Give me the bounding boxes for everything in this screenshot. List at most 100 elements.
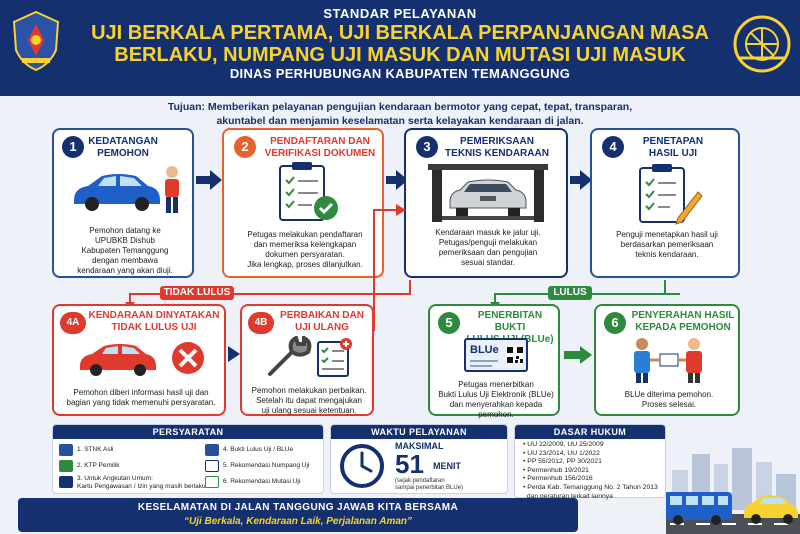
step-5-desc-line: pemohon. [478,410,514,419]
wrench-repair-icon [268,336,352,377]
footer-slogan: KESELAMATAN DI JALAN TANGGUNG JAWAB KITA… [137,502,459,513]
step-3-title-line-2: TEKNIS KENDARAAN [445,148,549,159]
arrow-right-icon [228,346,240,362]
legal-item: • UU 22/2009, UU 25/2009 [523,441,604,448]
step-4a-description: Pemohon diberi informasi hasil uji dan b… [58,388,224,408]
service-time-unit: MENIT [433,461,461,471]
step-6-title: PENYERAHAN HASIL KEPADA PEMOHON [628,310,738,334]
step-1-title-line-1: KEDATANGAN [88,136,158,147]
step-6-title-line-1: PENYERAHAN HASIL [631,310,735,321]
step-2-desc-line: dan memeriksa kelengkapan [253,240,357,249]
step-4a-title-line-1: KENDARAAN DINYATAKAN [88,310,220,321]
step-1-title-line-2: PEMOHON [97,148,149,159]
arrow-right-icon [570,170,592,190]
document-check-icon [205,476,219,488]
step-3-description: Kendaraan masuk ke jalur uji. Petugas/pe… [412,228,564,268]
step-6-description: BLUe diterima pemohon. Proses selesai. [600,390,738,410]
pass-tag: LULUS [548,286,592,300]
step-2-desc-line: dokumen persyaratan. [265,250,345,259]
step-4b-desc-line: Pemohon melakukan perbaikan. [251,386,367,395]
legal-item: • Permenhub 19/2021 [523,466,589,474]
step-3-desc-line: sesuai standar. [461,258,515,267]
step-6-title-line-2: KEPADA PEMOHON [635,322,731,333]
service-time-note-line: sampai penerbitan BLUe) [395,485,464,491]
legal-item-text: PP 55/2012, PP 30/2021 [527,458,602,466]
step-2-number: 2 [234,136,256,158]
step-1-description: Pemohon datang ke UPUBKB Dishub Kabupate… [62,226,188,276]
step-3-desc-line: Kendaraan masuk ke jalur uji. [435,228,541,237]
city-traffic-illustration [666,448,800,534]
clock-icon [340,444,384,488]
failed-car-icon [80,342,204,376]
step-1-desc-line: UPUBKB Dishub [94,236,156,245]
step-5-desc-line: dan menyerahkan kepada [449,400,543,409]
step-5-description: Petugas menerbitkan Bukti Lulus Uji Elek… [434,380,558,420]
step-3-card: 3 PEMERIKSAAN TEKNIS KENDARAAN Kendaraan… [404,128,568,278]
step-1-desc-line: kendaraan yang akan diuji. [77,266,173,275]
step-3-desc-line: pemeriksaan dan pengujian [438,248,538,257]
requirements-box: PERSYARATAN 1. STNK Asli 2. KTP Pemilik … [52,424,324,494]
legal-item-text: dan peraturan terkait lainnya [526,492,613,500]
step-4a-number: 4A [60,312,86,334]
requirement-item: 3. Untuk Angkutan Umum: [77,475,153,482]
step-4-number: 4 [602,136,624,158]
step-4b-card: 4B PERBAIKAN DAN UJI ULANG Pemohon melak… [240,304,374,416]
vehicle-lift-inspection-icon [428,164,548,222]
step-5-card: 5 PENERBITAN BUKTI LULUS UJI (BLUe) BLUe… [428,304,560,419]
service-time-box: WAKTU PELAYANAN MAKSIMAL 51 MENIT (sejak… [330,424,508,494]
legal-item: • Perda Kab. Temanggung No. 2 Tahun 2013 [523,483,658,491]
ministry-transport-emblem-icon [733,15,791,73]
step-4b-title-line-2: UJI ULANG [295,322,349,333]
step-4a-card: 4A KENDARAAN DINYATAKAN TIDAK LULUS UJI … [52,304,226,416]
legal-item-text: Perda Kab. Temanggung No. 2 Tahun 2013 [527,483,658,491]
checklist-verified-icon [279,162,338,221]
header-title-line-2: BERLAKU, NUMPANG UJI MASUK DAN MUTASI UJ… [114,44,686,66]
legal-item-text: Permenhub 19/2021 [527,466,589,474]
step-1-card: 1 KEDATANGAN PEMOHON Pemohon datang ke U… [52,128,194,278]
step-4-title-line-1: PENETAPAN [642,136,704,147]
certificate-line [470,360,498,362]
step-3-number: 3 [416,136,438,158]
step-1-title: KEDATANGAN PEMOHON [88,136,158,160]
arrow-right-icon [386,170,408,190]
car-with-person-icon [74,166,179,213]
requirement-item: 4. Bukti Lulus Uji / BLUe [223,446,294,453]
step-2-title: PENDAFTARAN DAN VERIFIKASI DOKUMEN [260,136,380,160]
arrow-right-icon [564,346,592,364]
step-4-desc-line: berdasarkan pemeriksaan [620,240,714,249]
legal-basis-title: DASAR HUKUM [515,425,665,439]
blue-certificate-card: BLUe [464,338,528,372]
regency-crest-icon [12,10,60,72]
service-time-note: (sejak pendaftaran sampai penerbitan BLU… [395,478,463,492]
step-2-description: Petugas melakukan pendaftaran dan memeri… [230,230,380,270]
service-time-title: WAKTU PELAYANAN [331,425,507,439]
bus-icon [59,476,73,488]
header-supertitle: STANDAR PELAYANAN [323,6,477,21]
step-4-desc-line: teknis kendaraan. [635,250,699,259]
document-icon [205,460,219,472]
step-4-title: PENETAPAN HASIL UJI [628,136,718,160]
step-4-card: 4 PENETAPAN HASIL UJI Penguji menetapkan… [590,128,740,278]
step-1-desc-line: dengan membawa [92,256,158,265]
step-5-desc-line: Petugas menerbitkan [458,380,534,389]
step-4b-description: Pemohon melakukan perbaikan. Setelah itu… [246,386,372,416]
legal-basis-list: • UU 22/2009, UU 25/2009 • UU 23/2014, U… [523,441,667,501]
legal-item: • PP 55/2012, PP 30/2021 [523,458,602,466]
step-4a-title-line-2: TIDAK LULUS UJI [111,322,197,333]
step-1-desc-line: Kabupaten Temanggung [81,246,169,255]
step-3-title-line-1: PEMERIKSAAN [460,136,534,147]
service-time-label: MAKSIMAL [395,441,444,451]
service-time-value: 51 [395,449,424,479]
step-6-desc-line: BLUe diterima pemohon. [624,390,714,399]
requirement-item: 6. Rekomendasi Mutasi Uji [223,478,301,485]
purpose-line-1: Tujuan: Memberikan pelayanan pengujian k… [167,101,633,113]
clipboard-pencil-icon [639,164,703,225]
step-4-title-line-2: HASIL UJI [648,148,698,159]
qr-code-icon [506,346,524,364]
step-1-number: 1 [62,136,84,158]
step-2-card: 2 PENDAFTARAN DAN VERIFIKASI DOKUMEN Pet… [222,128,384,278]
step-3-desc-line: Petugas/penguji melakukan [438,238,538,247]
header-title-line-1: UJI BERKALA PERTAMA, UJI BERKALA PERPANJ… [91,22,709,44]
step-6-desc-line: Proses selesai. [641,400,697,409]
header-banner [0,0,800,96]
